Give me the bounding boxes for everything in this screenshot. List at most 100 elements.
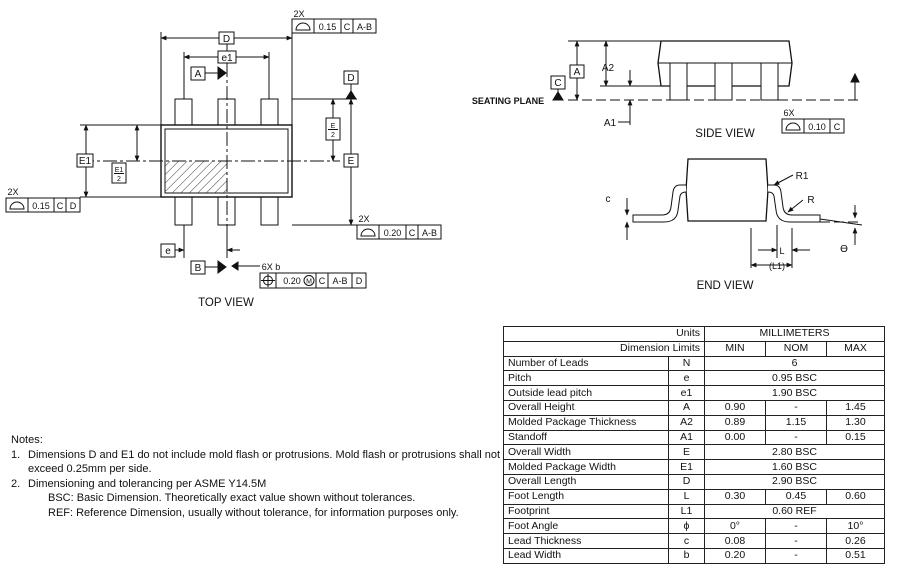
row-symbol: c xyxy=(668,533,705,549)
profile-surface-icon xyxy=(360,228,376,237)
dim-a-label: A xyxy=(574,67,581,78)
row-symbol: L xyxy=(668,488,705,505)
end-lead-left xyxy=(632,184,687,223)
row-nom: 1.90 BSC xyxy=(704,385,885,401)
fcf-right-count: 2X xyxy=(358,214,369,224)
row-symbol: E xyxy=(668,444,705,461)
top-view-title: TOP VIEW xyxy=(198,297,254,309)
dim-E1-label: E1 xyxy=(79,156,92,167)
fcf-left-ref2: D xyxy=(70,201,77,211)
row-nom: 0.95 BSC xyxy=(704,370,885,387)
row-max: 0.60 xyxy=(826,488,885,505)
dim-d-label: D xyxy=(223,34,230,45)
row-symbol: A2 xyxy=(668,414,705,431)
row-symbol: E1 xyxy=(668,459,705,475)
row-min: 0.08 xyxy=(704,533,766,549)
dim-theta-label: ϴ xyxy=(840,244,848,255)
fcf-pos-mod: M xyxy=(306,279,312,286)
fcf-left-ref1: C xyxy=(57,201,64,211)
fcf-pos-tol: 0.20 xyxy=(283,276,301,286)
note-text: Dimensions D and E1 do not include mold … xyxy=(28,448,501,476)
fcf-top-count: 2X xyxy=(293,9,304,19)
row-min: 0° xyxy=(704,518,766,535)
dim-l-label: L xyxy=(779,246,784,256)
note-number: 1. xyxy=(11,448,21,461)
dimension-table: Units MILLIMETERS Dimension Limits MIN N… xyxy=(503,326,885,564)
end-lead-right xyxy=(767,184,821,223)
row-min: 0.00 xyxy=(704,429,766,446)
fcf-profile-left: 2X 0.15 C D xyxy=(5,187,81,213)
row-max: 0.26 xyxy=(826,533,885,549)
dim-a1-label: A1 xyxy=(604,118,617,129)
dim-r-label: R xyxy=(807,195,814,206)
fcf-right-ref1: C xyxy=(409,228,416,238)
fcf-profile-top: 2X 0.15 C A-B xyxy=(291,9,377,34)
row-symbol: A1 xyxy=(668,429,705,446)
row-name: Foot Length xyxy=(503,488,669,505)
fcf-pos-ref1: C xyxy=(319,276,326,286)
dim-e1-label: e1 xyxy=(221,53,233,64)
row-nom: 1.15 xyxy=(765,414,827,431)
row-name: Standoff xyxy=(503,429,669,446)
row-symbol: e xyxy=(668,370,705,387)
table-header-units: Units MILLIMETERS xyxy=(503,326,885,342)
fcf-pos-count: 6X b xyxy=(262,262,281,272)
lead-top-3 xyxy=(260,98,279,126)
row-name: Lead Thickness xyxy=(503,533,669,549)
row-symbol: L1 xyxy=(668,503,705,520)
profile-surface-icon xyxy=(9,201,25,210)
fcf-profile-right: 2X 0.20 C A-B xyxy=(356,214,442,240)
note-sub-bsc: BSC: Basic Dimension. Theoretically exac… xyxy=(48,492,416,505)
fcf-right-tol: 0.20 xyxy=(384,228,402,238)
datum-c-label: C xyxy=(554,78,561,89)
fcf-side: 6X 0.10 C xyxy=(781,108,845,134)
row-name: Overall Height xyxy=(503,399,669,416)
fcf-left-count: 2X xyxy=(7,187,18,197)
fcf-side-ref1: C xyxy=(834,122,841,132)
row-symbol: A xyxy=(668,399,705,416)
fcf-left-tol: 0.15 xyxy=(32,201,50,211)
lead-bottom-3 xyxy=(260,196,279,226)
side-view-title: SIDE VIEW xyxy=(695,128,755,140)
col-min: MIN xyxy=(704,340,766,357)
lead-bottom-1 xyxy=(174,196,193,226)
row-min: 0.30 xyxy=(704,488,766,505)
row-min: 0.20 xyxy=(704,547,766,564)
row-symbol: e1 xyxy=(668,385,705,401)
units-value: MILLIMETERS xyxy=(704,326,885,342)
row-symbol: b xyxy=(668,547,705,564)
row-max: 10° xyxy=(826,518,885,535)
limits-label: Dimension Limits xyxy=(503,340,705,357)
fcf-side-tol: 0.10 xyxy=(808,122,826,132)
row-min: 0.90 xyxy=(704,399,766,416)
col-nom: NOM xyxy=(765,340,827,357)
units-label: Units xyxy=(503,326,705,342)
end-body xyxy=(685,158,769,222)
side-view xyxy=(552,40,860,125)
dim-E1-half-den: 2 xyxy=(117,176,121,183)
note-number: 2. xyxy=(11,477,21,490)
row-name: Molded Package Width xyxy=(503,459,669,475)
fcf-side-count: 6X xyxy=(783,108,794,118)
dim-e-label: e xyxy=(165,246,171,257)
row-name: Footprint xyxy=(503,503,669,520)
row-max: 1.45 xyxy=(826,399,885,416)
end-view xyxy=(624,158,863,268)
row-nom: 2.90 BSC xyxy=(704,473,885,490)
datum-d-label: D xyxy=(347,73,354,84)
notes-heading: Notes: xyxy=(11,434,43,446)
profile-surface-icon xyxy=(295,22,311,31)
datum-b-label: B xyxy=(195,263,202,274)
fcf-pos-ref2: A-B xyxy=(332,276,347,286)
row-nom: 0.45 xyxy=(765,488,827,505)
side-lead-2 xyxy=(714,62,733,101)
row-symbol: N xyxy=(668,355,705,372)
